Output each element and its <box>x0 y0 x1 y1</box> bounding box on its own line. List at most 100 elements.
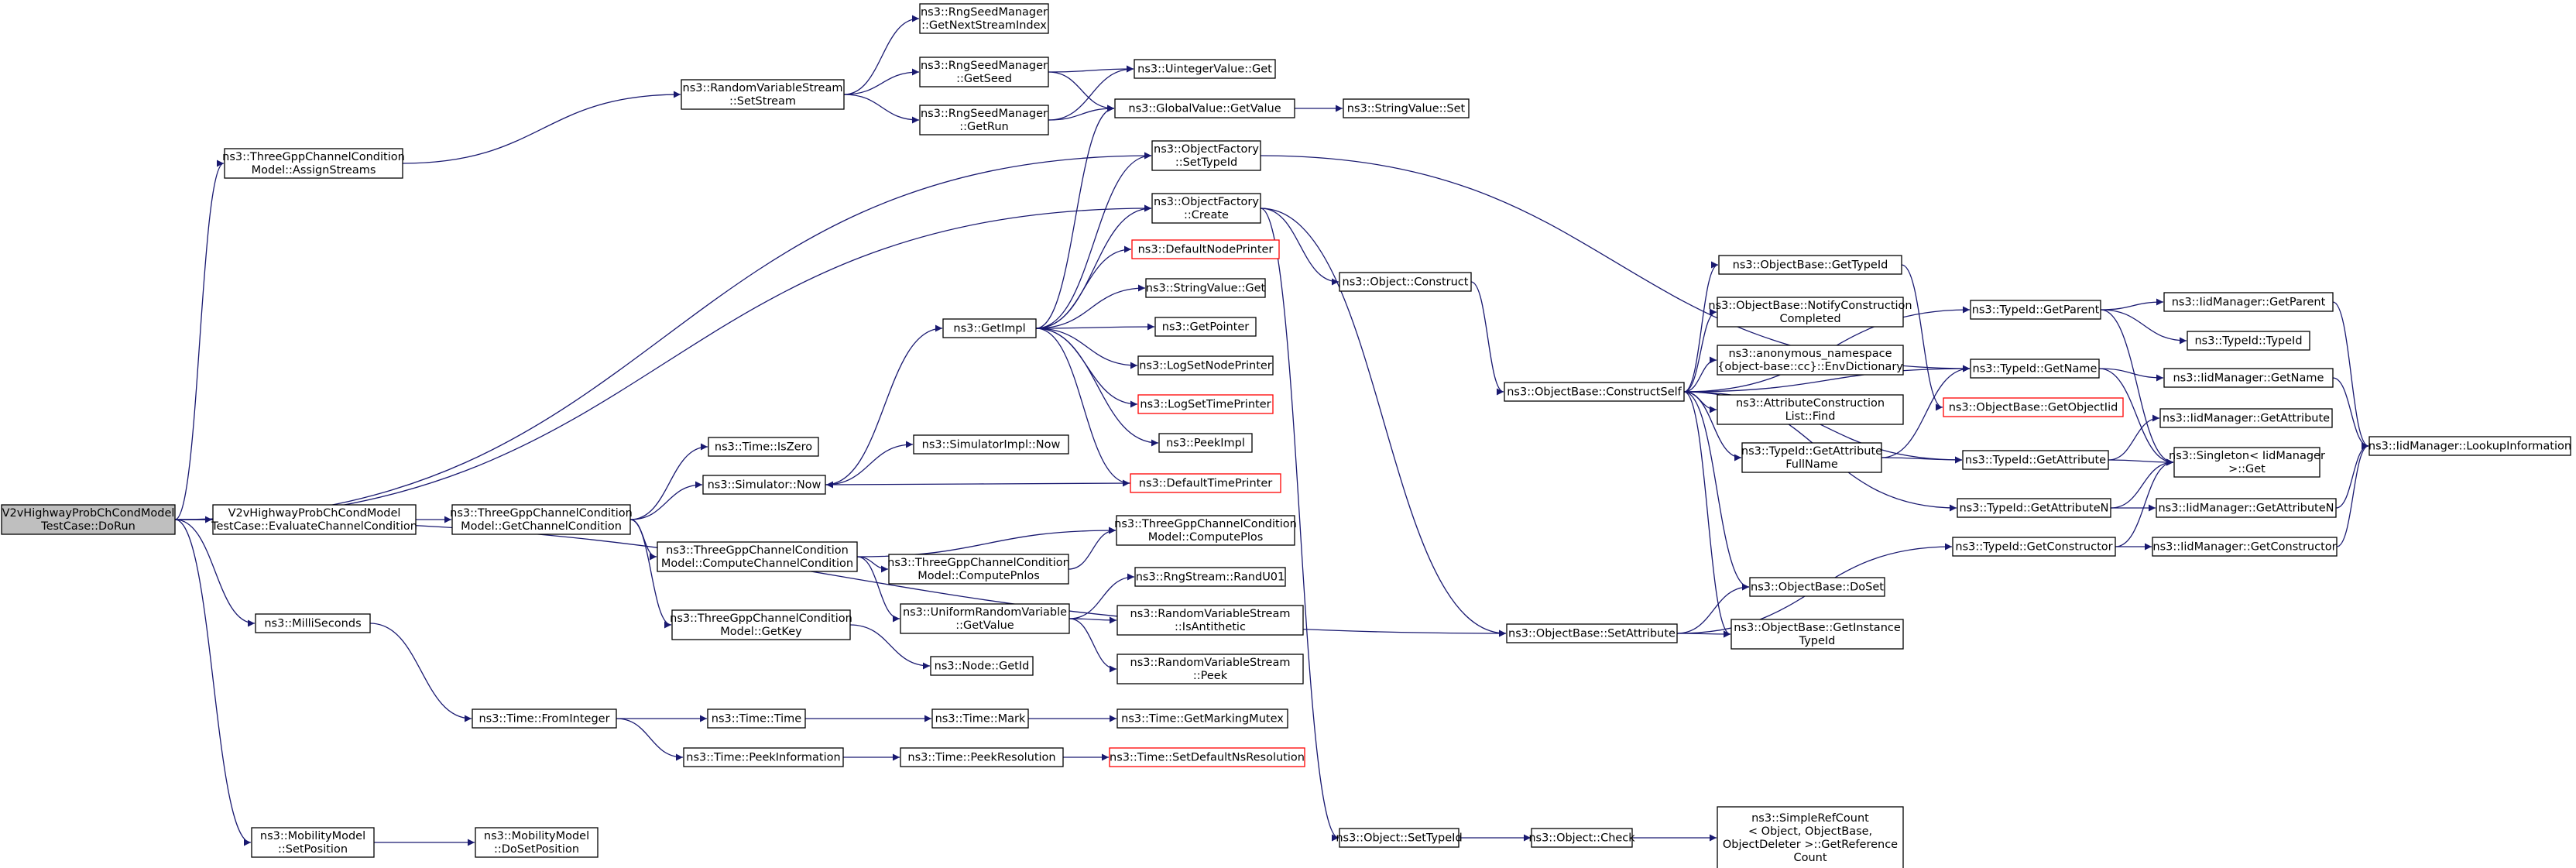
node-mobdo[interactable]: ns3::MobilityModel::DoSetPosition <box>475 827 599 858</box>
node-nodegetid[interactable]: ns3::Node::GetId <box>930 656 1034 676</box>
node-box <box>681 79 845 110</box>
node-box <box>1741 442 1882 473</box>
node-label-line: ns3::LogSetTimePrinter <box>1140 399 1271 411</box>
node-milli[interactable]: ns3::MilliSeconds <box>255 613 371 633</box>
node-urv[interactable]: ns3::UniformRandomVariable::GetValue <box>900 603 1070 634</box>
node-compcc[interactable]: ns3::ThreeGppChannelConditionModel::Comp… <box>657 541 858 572</box>
edge-getimpl-to-defnode <box>1035 245 1132 329</box>
node-peekinfo[interactable]: ns3::Time::PeekInformation <box>683 747 844 767</box>
node-strget[interactable]: ns3::StringValue::Get <box>1145 278 1266 298</box>
node-iidgetattr[interactable]: ns3::IidManager::GetAttribute <box>2159 408 2333 428</box>
node-iszero[interactable]: ns3::Time::IsZero <box>708 437 819 457</box>
node-iidgetname[interactable]: ns3::IidManager::GetName <box>2163 368 2334 388</box>
node-label-line: ns3::Time::GetMarkingMutex <box>1121 713 1284 726</box>
edge-getseed-to-gv <box>1048 71 1115 112</box>
node-box <box>657 541 858 572</box>
node-simnowimpl[interactable]: ns3::SimulatorImpl::Now <box>913 434 1069 455</box>
node-constructself[interactable]: ns3::ObjectBase::ConstructSelf <box>1504 382 1685 402</box>
node-tidgetattr[interactable]: ns3::TypeId::GetAttribute <box>1962 450 2109 470</box>
node-deftime[interactable]: ns3::DefaultTimePrinter <box>1130 473 1281 493</box>
node-label-line: ns3::ThreeGppChannelCondition <box>1114 518 1297 530</box>
node-dosetattr[interactable]: ns3::ObjectBase::DoSet <box>1749 577 1885 597</box>
node-getkey[interactable]: ns3::ThreeGppChannelConditionModel::GetK… <box>670 609 852 640</box>
node-label-line: ns3::ObjectBase::ConstructSelf <box>1507 386 1682 399</box>
node-box <box>1943 397 2124 417</box>
node-singleton[interactable]: ns3::Singleton< IidManager>::Get <box>2169 447 2325 478</box>
node-fromint[interactable]: ns3::Time::FromInteger <box>472 708 617 729</box>
edge-getimpl-to-gv <box>1035 105 1115 329</box>
node-getoiid[interactable]: ns3::ObjectBase::GetObjectIid <box>1943 397 2124 417</box>
node-label-line: ns3::TypeId::GetAttribute <box>1741 445 1882 458</box>
node-tidgetctor[interactable]: ns3::TypeId::GetConstructor <box>1952 537 2116 557</box>
node-box <box>1749 577 1885 597</box>
node-objsettid[interactable]: ns3::Object::SetTypeId <box>1336 828 1463 848</box>
node-label-line: Model::ComputeChannelCondition <box>661 558 853 570</box>
node-setdefres[interactable]: ns3::Time::SetDefaultNsResolution <box>1109 747 1305 767</box>
node-tidtid[interactable]: ns3::TypeId::TypeId <box>2187 331 2310 351</box>
node-box <box>1116 515 1295 546</box>
node-label-line: ns3::ThreeGppChannelCondition <box>222 151 405 163</box>
node-refcount[interactable]: ns3::SimpleRefCount< Object, ObjectBase,… <box>1717 806 1904 868</box>
node-timemark[interactable]: ns3::Time::Mark <box>931 708 1029 729</box>
node-eval[interactable]: V2vHighwayProbChCondModelTestCase::Evalu… <box>211 504 417 535</box>
node-objcheck[interactable]: ns3::Object::Check <box>1528 828 1635 848</box>
node-timetime[interactable]: ns3::Time::Time <box>707 708 806 729</box>
node-setattr[interactable]: ns3::ObjectBase::SetAttribute <box>1506 623 1678 643</box>
node-objconstruct[interactable]: ns3::Object::Construct <box>1339 272 1472 292</box>
node-notify[interactable]: ns3::ObjectBase::NotifyConstructionCompl… <box>1708 297 1912 328</box>
node-gv[interactable]: ns3::GlobalValue::GetValue <box>1114 98 1295 118</box>
edge-getparent-to-singleton <box>2100 309 2174 466</box>
node-strset[interactable]: ns3::StringValue::Set <box>1343 98 1470 118</box>
edge-simnow-to-getimpl <box>825 324 943 485</box>
node-label-line: V2vHighwayProbChCondModel <box>228 507 401 520</box>
node-label-line: ns3::MilliSeconds <box>264 618 361 630</box>
node-peekres[interactable]: ns3::Time::PeekResolution <box>900 747 1064 767</box>
node-ofcreate[interactable]: ns3::ObjectFactory::Create <box>1151 193 1261 224</box>
edge-fromint-to-peekinfo <box>616 718 684 761</box>
node-obgettid[interactable]: ns3::ObjectBase::GetTypeId <box>1718 255 1902 275</box>
node-getimpl[interactable]: ns3::GetImpl <box>942 318 1037 338</box>
node-nextstream[interactable]: ns3::RngSeedManager::GetNextStreamIndex <box>919 3 1049 34</box>
node-label-line: ns3::AttributeConstruction <box>1736 397 1885 410</box>
node-isanti[interactable]: ns3::RandomVariableStream::IsAntithetic <box>1116 605 1304 636</box>
node-label-line: ns3::RngSeedManager <box>921 108 1048 120</box>
node-label-line: ns3::RngStream::RandU01 <box>1136 571 1285 584</box>
node-iidgetctor[interactable]: ns3::IidManager::GetConstructor <box>2152 537 2338 557</box>
node-offset[interactable]: ns3::ObjectFactory::SetTypeId <box>1151 140 1261 171</box>
node-defnode[interactable]: ns3::DefaultNodePrinter <box>1131 239 1280 259</box>
node-box <box>1131 239 1280 259</box>
node-envdict[interactable]: ns3::anonymous_namespace{object-base::cc… <box>1717 345 1904 376</box>
node-box <box>1970 300 2101 320</box>
node-assign[interactable]: ns3::ThreeGppChannelConditionModel::Assi… <box>222 148 405 179</box>
node-iidgetattrn[interactable]: ns3::IidManager::GetAttributeN <box>2156 498 2337 518</box>
node-iidgetparent[interactable]: ns3::IidManager::GetParent <box>2163 292 2334 312</box>
node-plos[interactable]: ns3::ThreeGppChannelConditionModel::Comp… <box>1114 515 1297 546</box>
edge-constructself-to-getinsttid <box>1683 391 1731 638</box>
node-getcc[interactable]: ns3::ThreeGppChannelConditionModel::GetC… <box>450 504 633 535</box>
node-rvs[interactable]: ns3::RandomVariableStream::SetStream <box>681 79 845 110</box>
node-getparent[interactable]: ns3::TypeId::GetParent <box>1970 300 2101 320</box>
node-lookup[interactable]: ns3::IidManager::LookupInformation <box>2368 436 2571 456</box>
node-mobset[interactable]: ns3::MobilityModel::SetPosition <box>251 827 375 858</box>
node-getseed[interactable]: ns3::RngSeedManager::GetSeed <box>919 57 1049 87</box>
node-tidgetattrn[interactable]: ns3::TypeId::GetAttributeN <box>1957 498 2111 518</box>
node-rvspeek[interactable]: ns3::RandomVariableStream::Peek <box>1116 654 1304 684</box>
node-pnlos[interactable]: ns3::ThreeGppChannelConditionModel::Comp… <box>887 554 1070 585</box>
node-getptr[interactable]: ns3::GetPointer <box>1154 317 1257 337</box>
node-getrun[interactable]: ns3::RngSeedManager::GetRun <box>919 105 1049 136</box>
node-label-line: ns3::IidManager::GetAttributeN <box>2158 503 2334 515</box>
node-randu[interactable]: ns3::RngStream::RandU01 <box>1134 567 1286 587</box>
node-uint[interactable]: ns3::UintegerValue::Get <box>1134 59 1276 79</box>
edge-iidgetparent-to-lookup <box>2332 301 2369 450</box>
node-simnow[interactable]: ns3::Simulator::Now <box>702 475 826 495</box>
node-box <box>1116 708 1288 729</box>
node-logtime[interactable]: ns3::LogSetTimePrinter <box>1137 394 1274 414</box>
node-tidgetname[interactable]: ns3::TypeId::GetName <box>1970 359 2100 379</box>
node-lognode[interactable]: ns3::LogSetNodePrinter <box>1137 355 1274 376</box>
node-peekimpl[interactable]: ns3::PeekImpl <box>1158 433 1253 453</box>
node-mutex[interactable]: ns3::Time::GetMarkingMutex <box>1116 708 1288 729</box>
